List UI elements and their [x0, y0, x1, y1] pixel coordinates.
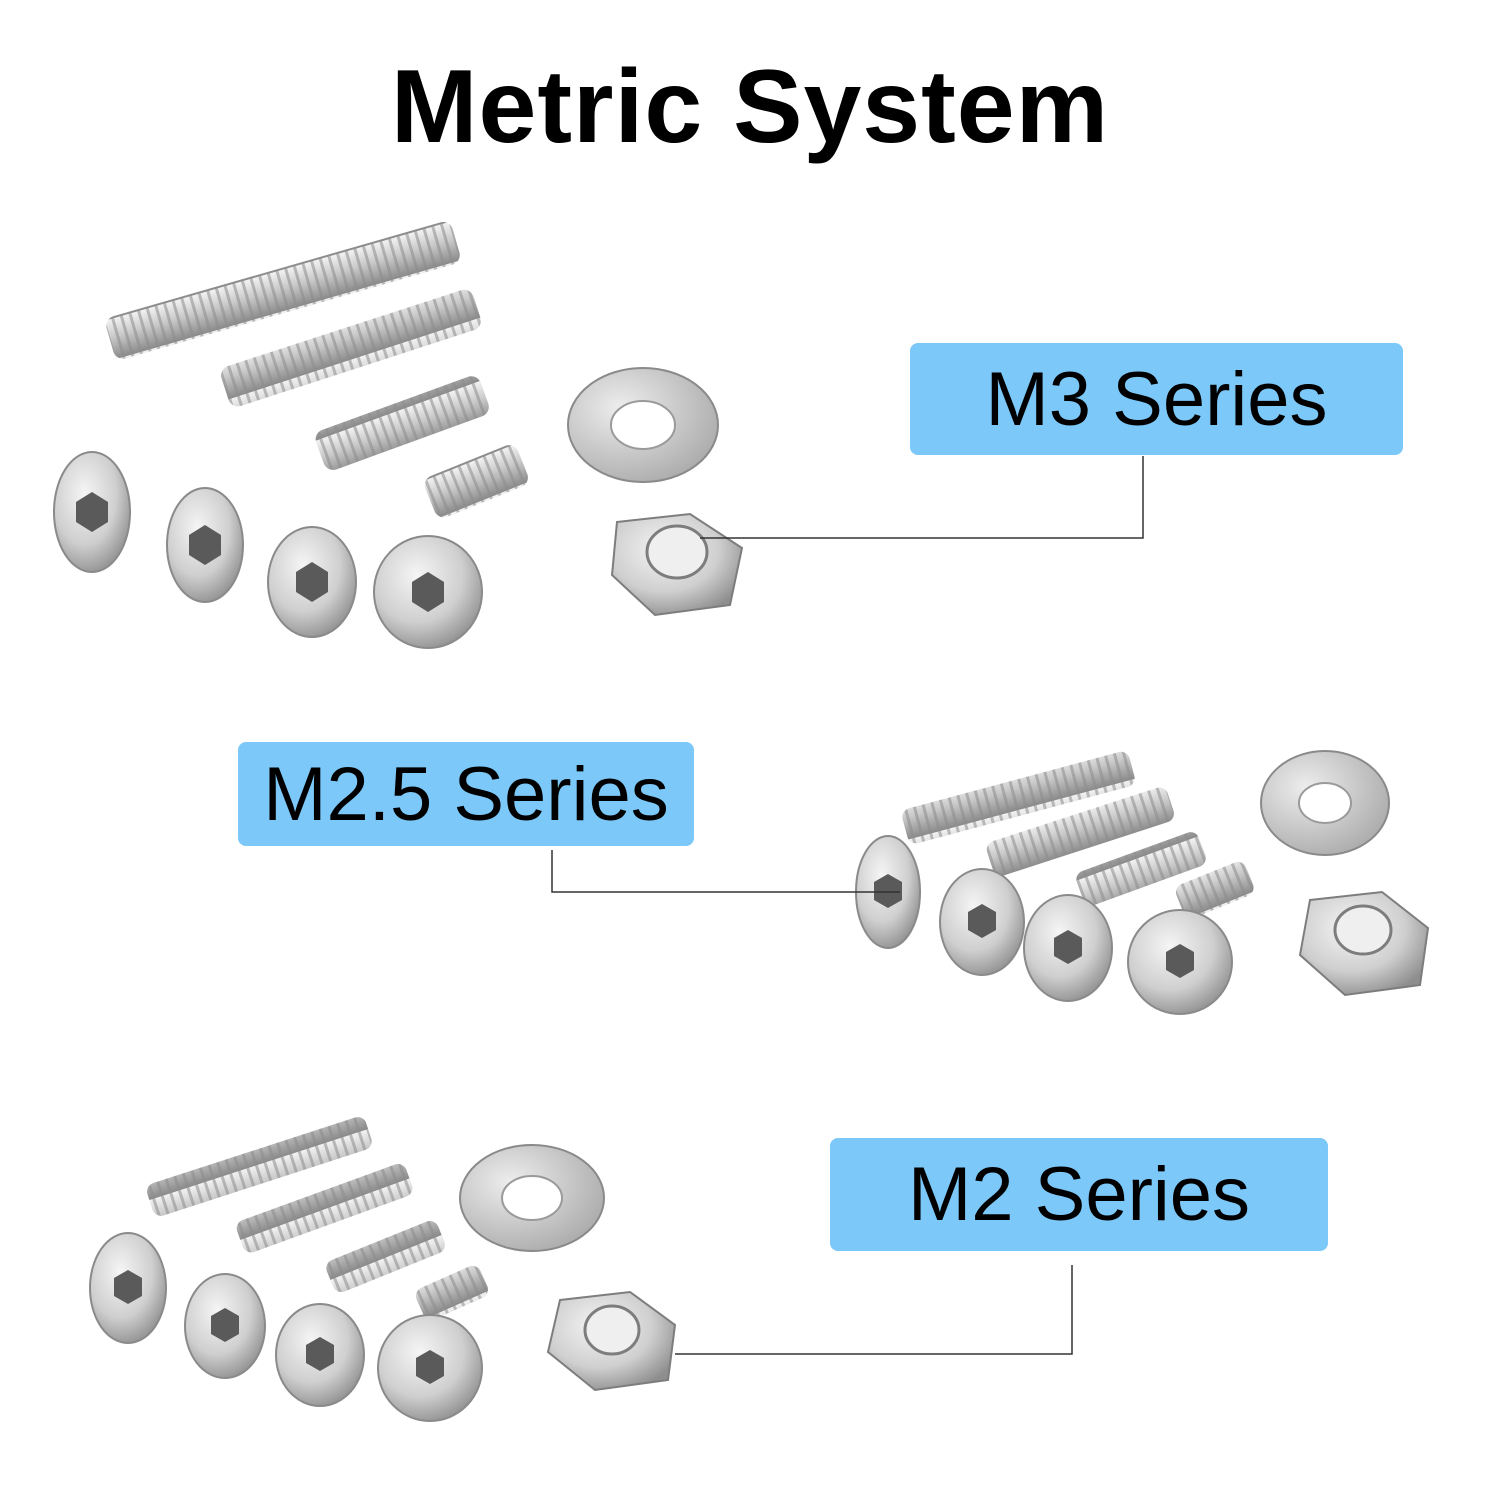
hex-socket-icon [211, 1308, 239, 1342]
hex-socket-icon [296, 562, 328, 602]
hex-socket-icon [189, 525, 221, 565]
hex-socket-icon [416, 1350, 444, 1384]
m3-washer [567, 367, 719, 483]
hex-socket-icon [1166, 944, 1194, 978]
hex-socket-icon [306, 1337, 334, 1371]
page-title: Metric System [390, 49, 1110, 165]
m25-screw-3 [1023, 832, 1206, 1002]
hex-socket-icon [874, 874, 902, 908]
m2-series-label: M2 Series [830, 1138, 1328, 1251]
hex-socket-icon [412, 572, 444, 612]
m3-screw-2 [166, 289, 481, 603]
m3-screw-1 [53, 221, 460, 573]
m2-screw-2 [184, 1163, 413, 1379]
hex-socket-icon [114, 1270, 142, 1304]
m25-hex-nut [1298, 890, 1430, 997]
m25-series-label: M2.5 Series [238, 742, 694, 846]
m2-screw-1 [89, 1117, 372, 1344]
m25-screw-4 [1127, 861, 1254, 1015]
m2-screw-3 [275, 1221, 445, 1407]
m3-series-label: M3 Series [910, 343, 1403, 455]
m25-washer [1260, 750, 1390, 856]
hex-socket-icon [76, 492, 108, 532]
m2-washer [459, 1144, 605, 1252]
m3-screw-3 [267, 376, 489, 638]
m2-screw-4 [377, 1265, 488, 1422]
m3-hex-nut [610, 512, 744, 617]
m25-screw-2 [939, 787, 1174, 976]
m2-hex-nut [546, 1290, 677, 1392]
m3-screw-4 [373, 445, 528, 649]
m2-leader-line [675, 1265, 1073, 1355]
m3-leader-line [700, 456, 1144, 539]
hex-socket-icon [968, 904, 996, 938]
m25-leader-line [551, 850, 900, 893]
hex-socket-icon [1054, 930, 1082, 964]
